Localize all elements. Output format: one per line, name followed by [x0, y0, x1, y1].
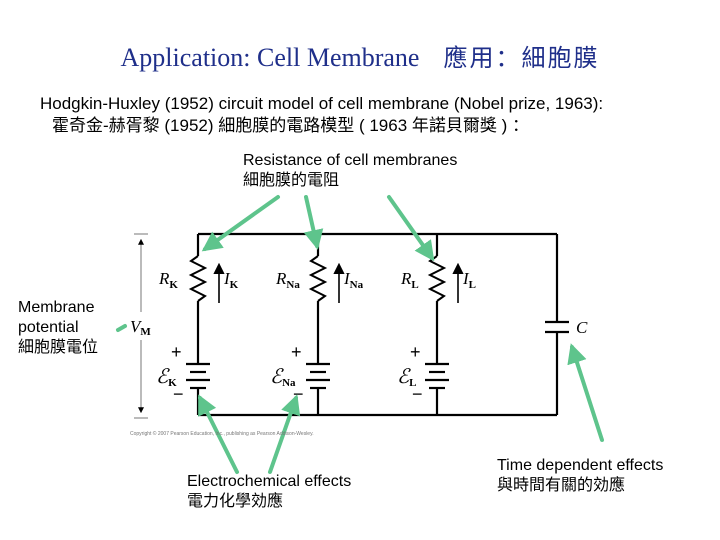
figure-credit: Copyright © 2007 Pearson Education, Inc.… [130, 431, 314, 437]
resistance-arrow-l [387, 195, 435, 262]
intro-text: Hodgkin-Huxley (1952) circuit model of c… [40, 93, 603, 137]
il-label: IL [462, 269, 476, 291]
ena-minus: − [293, 384, 304, 404]
rl-label: RL [400, 269, 419, 291]
time-dependent-arrow [567, 343, 604, 442]
electrochemical-arrow-na [268, 394, 301, 474]
membrane-potential-en1: Membrane [18, 299, 95, 316]
time-dependent-label: Time dependent effects 與時間有關的効應 [497, 456, 663, 496]
time-dependent-label-en: Time dependent effects [497, 457, 664, 474]
rk-label: RK [158, 269, 178, 291]
electrochemical-arrow-k [198, 394, 239, 474]
capacitor-label: C [576, 318, 588, 337]
membrane-potential-label: Membrane potential 細胞膜電位 [18, 298, 98, 358]
ena-plus: + [291, 342, 302, 362]
resistance-label-en: Resistance of cell membranes [243, 152, 458, 169]
ek-label: ℰK [156, 366, 177, 389]
ena-label: ℰNa [270, 366, 296, 389]
ek-minus: − [173, 384, 184, 404]
circuit-wires [186, 232, 569, 417]
title-en: Application: Cell Membrane [120, 43, 420, 72]
el-plus: + [410, 342, 421, 362]
current-arrows [213, 262, 464, 303]
el-minus: − [412, 384, 423, 404]
time-dependent-label-cn: 與時間有關的効應 [497, 477, 626, 494]
resistance-label: Resistance of cell membranes 細胞膜的電阻 [243, 151, 457, 191]
vm-label: VM [130, 317, 151, 338]
branch-l [425, 234, 449, 415]
ina-label: INa [343, 269, 364, 291]
resistance-label-cn: 細胞膜的電阻 [243, 172, 340, 189]
electrochemical-label-en: Electrochemical effects [187, 473, 352, 490]
intro-line-en: Hodgkin-Huxley (1952) circuit model of c… [40, 94, 604, 113]
circuit-labels: VM RK IK RNa INa RL IL C ℰK ℰNa ℰL [130, 269, 588, 389]
resistance-arrow-na [303, 195, 324, 250]
resistance-arrow-k [201, 195, 280, 252]
page-title: Application: Cell Membrane 應用：細胞膜 [0, 38, 720, 73]
intro-line-cn: 霍奇金-赫胥黎 (1952) 細胞膜的電路模型 ( 1963 年諾貝爾獎 ) ： [52, 116, 530, 135]
el-label: ℰL [397, 366, 416, 389]
branch-capacitor [545, 234, 569, 415]
membrane-potential-arrow [116, 324, 127, 332]
membrane-potential-cn: 細胞膜電位 [18, 339, 99, 356]
polarity-marks: + − + − + − [171, 342, 423, 404]
title-cn: 應用：細胞膜 [443, 44, 600, 72]
branch-na [306, 234, 330, 415]
branch-k [186, 234, 210, 415]
ik-label: IK [223, 269, 239, 291]
callout-arrows [116, 195, 604, 474]
rna-label: RNa [275, 269, 300, 291]
ek-plus: + [171, 342, 182, 362]
membrane-potential-en2: potential [18, 319, 79, 336]
vm-dimension-line [134, 233, 148, 419]
electrochemical-label: Electrochemical effects 電力化學効應 [187, 472, 351, 512]
electrochemical-label-cn: 電力化學効應 [187, 493, 284, 510]
